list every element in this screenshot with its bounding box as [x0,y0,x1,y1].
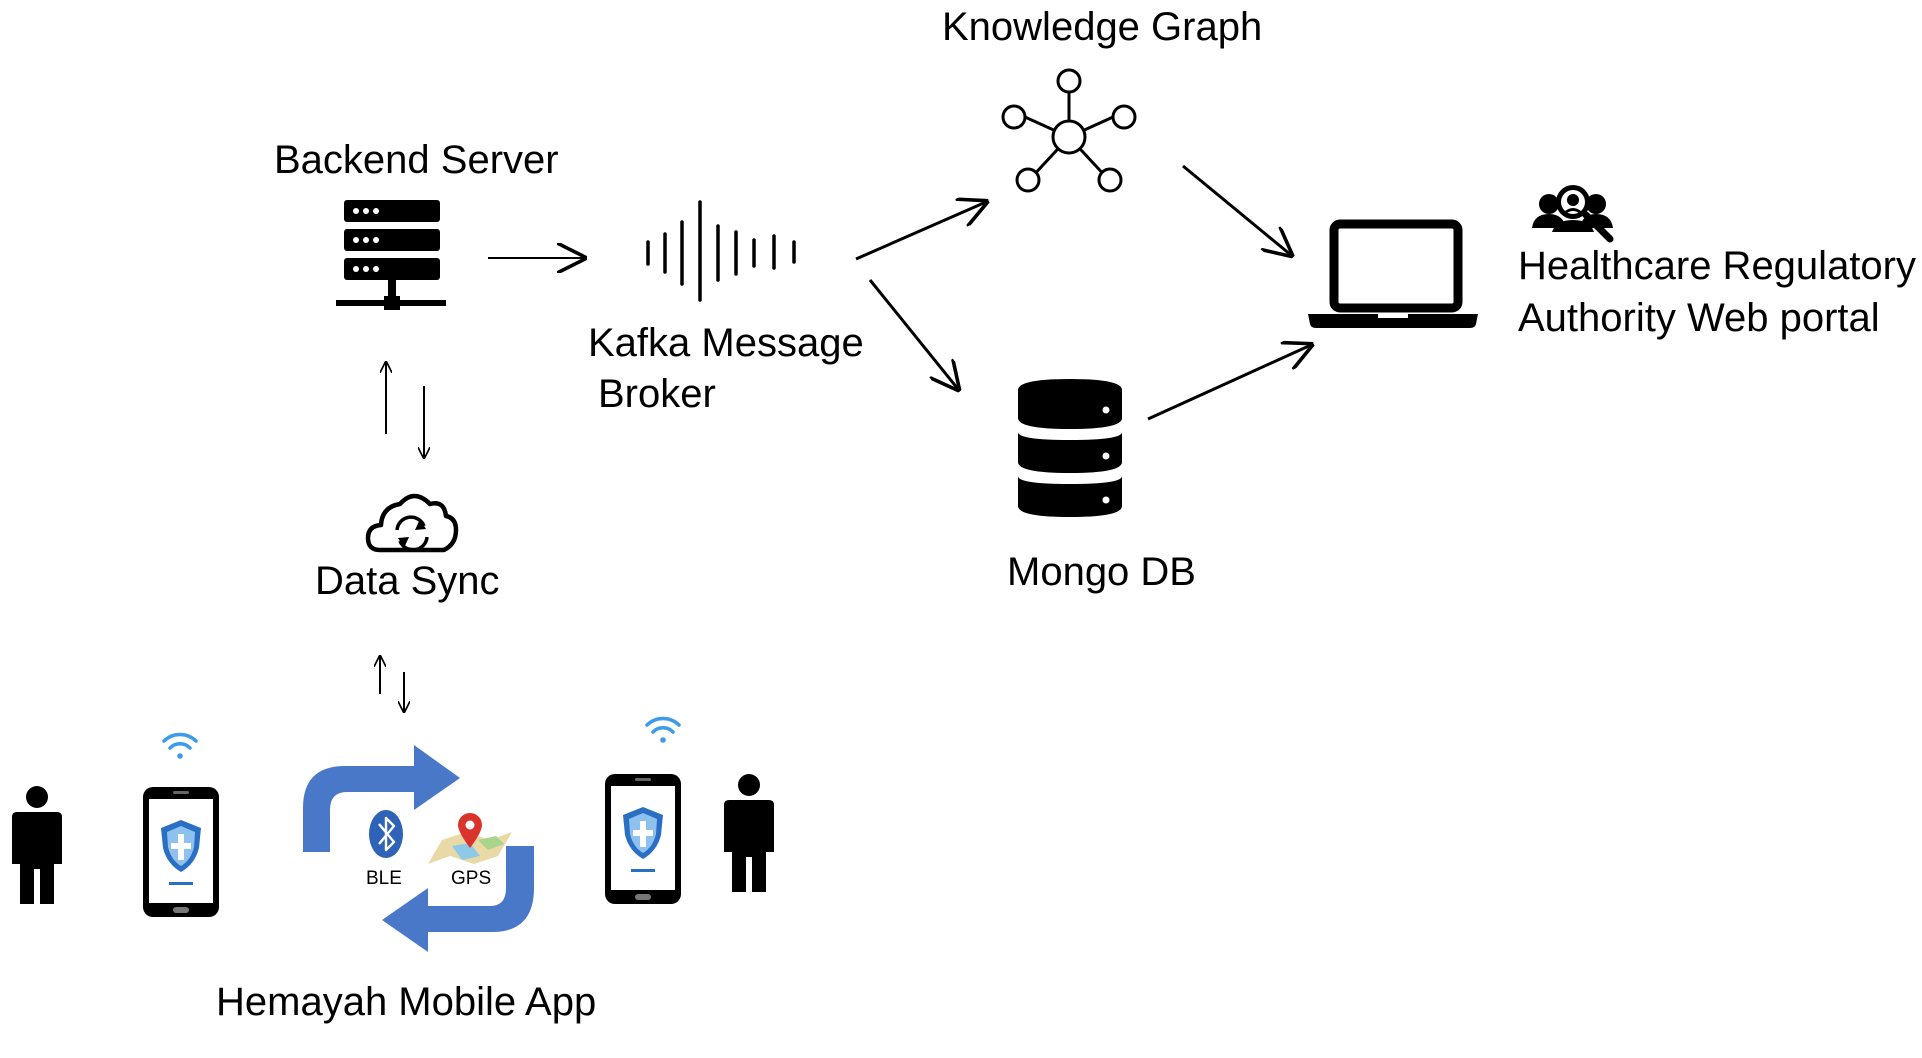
arrow-kafka-to-knowledge-graph [855,202,986,261]
kafka-waveform-icon [646,200,796,302]
kafka-label-line2: Broker [598,372,716,416]
arrows-datasync-mobileapp [380,656,404,712]
database-icon [1018,379,1122,517]
arrow-kafka-to-mongodb [868,279,958,389]
ble-label: BLE [366,868,402,889]
backend-server-label: Backend Server [274,138,559,182]
gps-map-icon [428,813,512,864]
bluetooth-icon [369,810,403,858]
gps-label: GPS [451,868,492,889]
wifi-icon-left [162,732,198,761]
portal-label-line2: Authority Web portal [1518,296,1880,340]
arrows-server-datasync [386,362,424,458]
laptop-icon [1308,219,1478,328]
arrow-mongodb-to-portal [1147,345,1311,421]
mongo-db-label: Mongo DB [1007,550,1196,594]
person-right [724,774,774,892]
knowledge-graph-label: Knowledge Graph [942,5,1263,49]
cycle-arrow-bottom [382,846,534,952]
regulator-search-icon [1532,185,1614,243]
knowledge-graph-icon [1001,68,1137,193]
person-left [12,786,62,904]
portal-label-line1: Healthcare Regulatory [1518,244,1916,288]
server-icon [336,200,446,310]
wifi-icon-right [645,716,681,745]
arrow-knowledge-graph-to-portal [1182,164,1291,255]
cloud-sync-icon [365,493,459,553]
cycle-arrow-top [303,745,460,852]
kafka-label-line1: Kafka Message [588,321,864,365]
mobile-app-label: Hemayah Mobile App [216,980,597,1024]
phone-left [143,787,219,917]
data-sync-label: Data Sync [315,559,500,603]
phone-right [605,774,681,904]
